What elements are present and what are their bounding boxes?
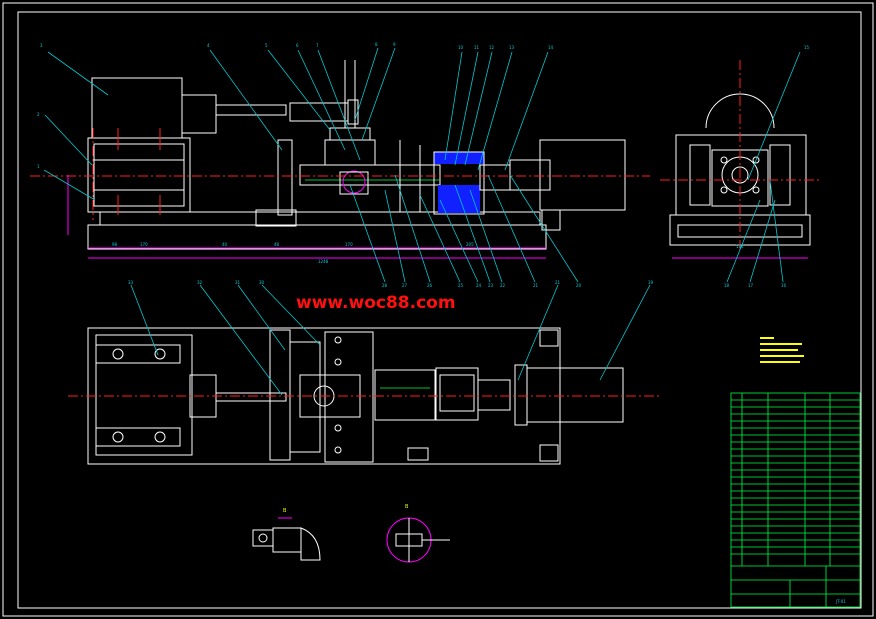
callout-18: 18 — [724, 283, 730, 288]
callout-17: 17 — [748, 283, 754, 288]
side-elevation-view — [660, 60, 820, 259]
callout-9: 9 — [393, 42, 396, 47]
dim-1248: 1248 — [318, 259, 329, 264]
detail-view-b: B — [386, 504, 450, 563]
plan-callouts: 33 32 31 30 21 19 — [128, 280, 654, 396]
callout-4: 4 — [207, 43, 210, 48]
callout-6: 6 — [296, 43, 299, 48]
callout-27: 27 — [402, 283, 408, 288]
callout-plan-19: 19 — [648, 280, 654, 285]
plan-view — [68, 327, 660, 465]
callout-plan-21: 21 — [555, 280, 561, 285]
callout-22: 22 — [500, 283, 506, 288]
callout-3: 3 — [40, 43, 43, 48]
callout-16: 16 — [781, 283, 787, 288]
front-elevation-view — [30, 60, 650, 259]
callout-5: 5 — [265, 43, 268, 48]
watermark-text: www.woc88.com — [296, 293, 456, 313]
technical-notes — [760, 337, 804, 363]
callout-8: 8 — [375, 42, 378, 47]
dim-98: 98 — [112, 242, 118, 247]
dim-48: 48 — [274, 242, 280, 247]
dim-134: 134 — [736, 244, 744, 249]
dim-170a: 170 — [140, 242, 148, 247]
callout-20: 20 — [576, 283, 582, 288]
callout-13: 13 — [509, 45, 515, 50]
inner-border — [17, 11, 862, 609]
callout-11: 11 — [474, 45, 480, 50]
detail-view-a: B — [252, 508, 321, 561]
callout-28: 28 — [382, 283, 388, 288]
svg-text:B: B — [283, 508, 287, 514]
callout-24: 24 — [476, 283, 482, 288]
callout-25: 25 — [458, 283, 464, 288]
dim-40: 40 — [222, 242, 228, 247]
callout-2: 2 — [37, 112, 40, 117]
top-callouts: 3 2 1 4 5 6 7 8 9 10 11 12 13 14 15 — [37, 42, 810, 201]
dim-170b: 170 — [345, 242, 353, 247]
dim-205: 205 — [466, 242, 474, 247]
callout-12: 12 — [489, 45, 495, 50]
callout-plan-31: 31 — [235, 280, 241, 285]
callout-plan-32: 32 — [197, 280, 203, 285]
callout-21: 21 — [533, 283, 539, 288]
dimension-labels: 98 170 40 48 170 205 1248 134 — [112, 242, 744, 264]
bottom-callouts: 28 27 26 25 24 23 22 21 20 18 17 16 — [349, 174, 787, 288]
callout-7: 7 — [316, 43, 319, 48]
callout-23: 23 — [488, 283, 494, 288]
svg-text:B: B — [405, 504, 409, 510]
callout-14: 14 — [548, 45, 554, 50]
callout-26: 26 — [427, 283, 433, 288]
title-block: JT-01 — [730, 392, 861, 608]
callout-plan-33: 33 — [128, 280, 134, 285]
callout-plan-30: 30 — [259, 280, 265, 285]
callout-15: 15 — [804, 45, 810, 50]
callout-1: 1 — [37, 164, 40, 169]
drawing-number: JT-01 — [835, 599, 846, 604]
callout-10: 10 — [458, 45, 464, 50]
